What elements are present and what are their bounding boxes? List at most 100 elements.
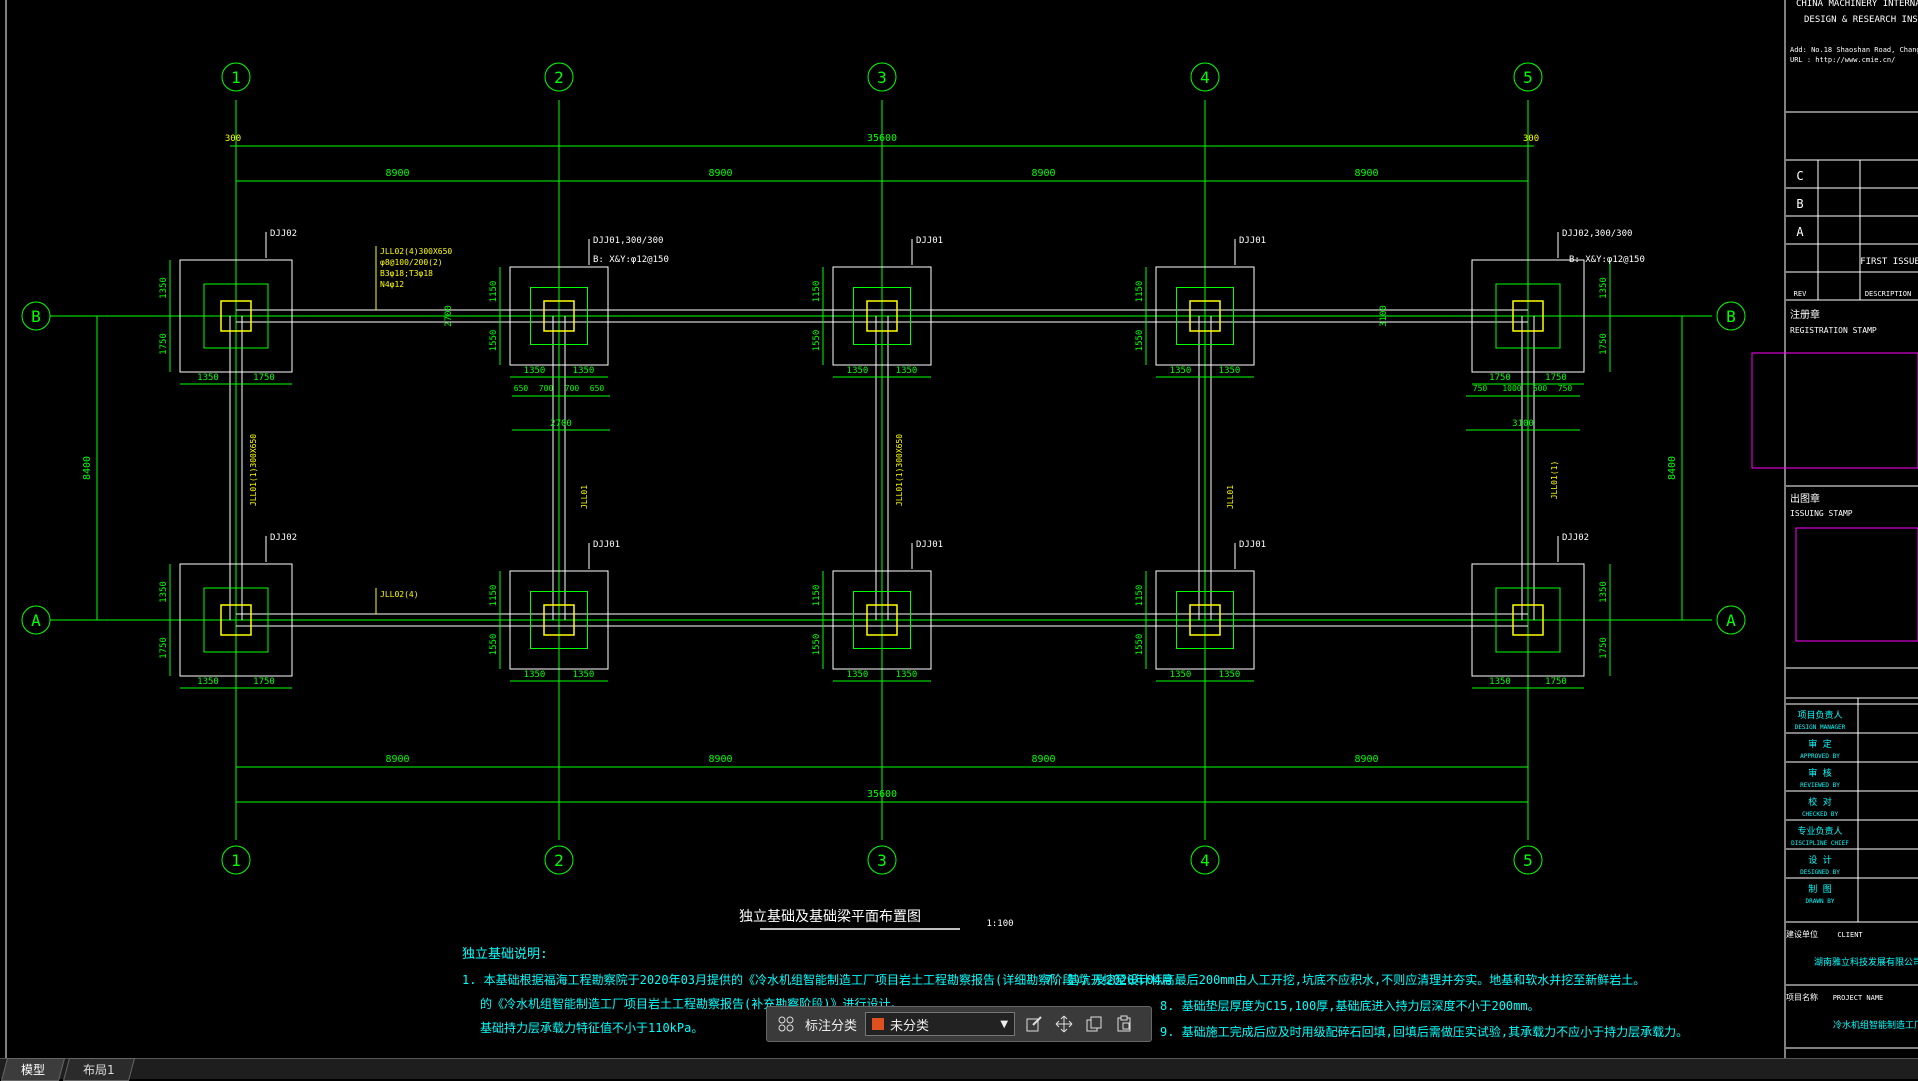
column-section	[1189, 604, 1221, 636]
footing-dim: 1350	[1170, 366, 1192, 376]
footing-dim: 1750	[1599, 637, 1609, 659]
footing-dim: 1350	[847, 366, 869, 376]
grid-label-top: 1	[231, 68, 241, 87]
tb-address: Add: No.18 Shaoshan Road, Changsha	[1790, 46, 1918, 54]
footing-dim: 1550	[812, 330, 822, 352]
grid-label-top: 4	[1200, 68, 1210, 87]
footing-label: DJJ01	[1239, 236, 1266, 246]
tb-role-en: CHECKED BY	[1802, 811, 1839, 818]
grid-label-top: 2	[554, 68, 564, 87]
footing-dim: 1750	[1545, 373, 1567, 383]
dim-bay-bottom: 8900	[385, 754, 409, 765]
column-section	[1512, 300, 1544, 332]
tb-role-en: DISCIPLINE CHIEF	[1791, 840, 1849, 847]
tb-issue-stamp-cn: 出图章	[1790, 492, 1820, 505]
tb-role-cn: 校 对	[1808, 796, 1831, 808]
tb-project-cn: 项目名称	[1786, 992, 1818, 1002]
footing-dim: 1150	[812, 281, 822, 303]
tb-company-en: CHINA MACHINERY INTERNATIONAL	[1796, 0, 1918, 9]
beam-label-side-3: JLL01(1)300X650	[895, 434, 904, 506]
copy-icon[interactable]	[1083, 1013, 1105, 1035]
dim-total-bottom: 35600	[867, 789, 897, 800]
footing-outline	[509, 266, 609, 366]
footing-dim: 1550	[812, 634, 822, 656]
footing-dim: 600	[1533, 384, 1548, 393]
footing-dim: 3100	[1379, 305, 1389, 327]
grid-label-bottom: 1	[231, 851, 241, 870]
footing-outline	[509, 570, 609, 670]
beam-label-side-1: JLL01(1)300X650	[249, 434, 258, 506]
footing-dim: 1000	[1502, 384, 1521, 393]
tb-role-en: REVIEWED BY	[1800, 782, 1840, 789]
footing-dim: 650	[514, 384, 529, 393]
column-section	[866, 300, 898, 332]
footing-step	[853, 287, 911, 345]
grid-label-right: A	[1726, 611, 1736, 630]
dim-bay-top: 8900	[708, 168, 732, 179]
footing-dim: 1350	[896, 670, 918, 680]
footing-outline	[179, 563, 293, 677]
annotation-category-select[interactable]: 未分类 ▼	[865, 1012, 1016, 1036]
tab-model[interactable]: 模型	[0, 1057, 66, 1081]
grid-bubble-top	[544, 62, 574, 92]
grid-label-bottom: 2	[554, 851, 564, 870]
grid-bubble-right	[1716, 301, 1746, 331]
footing-dim: 1350	[1219, 366, 1241, 376]
footing-dim: 1350	[896, 366, 918, 376]
dim-height-right: 8400	[1667, 456, 1678, 480]
tb-rev-letter: C	[1796, 169, 1803, 183]
edit-icon[interactable]	[1023, 1013, 1045, 1035]
footing-dim: 1350	[524, 366, 546, 376]
footing-dim: 1550	[489, 634, 499, 656]
note-line-7: 7. 基坑开挖至设计标高最后200mm由人工开挖,坑底不应积水,不则应清理并夯实…	[1045, 972, 1645, 987]
beam-label-top-line: N4φ12	[380, 280, 404, 289]
footing-dim: 1350	[159, 581, 169, 603]
category-color-swatch	[872, 1018, 885, 1030]
column-section	[220, 604, 252, 636]
footing-dim: 1550	[489, 330, 499, 352]
beam-label-v5: JLL01(1)	[1550, 461, 1559, 500]
footing-dim: 750	[1558, 384, 1573, 393]
footing-dim: 1150	[812, 585, 822, 607]
column-section	[1189, 300, 1221, 332]
footing-label: DJJ01	[1239, 540, 1266, 550]
dim-total-top: 35600	[867, 133, 897, 144]
chevron-down-icon: ▼	[1000, 1018, 1009, 1030]
note-line-9: 9. 基础施工完成后应及时用级配碎石回填,回填后需做压实试验,其承载力不应小于持…	[1160, 1024, 1688, 1039]
grid-bubble-right	[1716, 605, 1746, 635]
rebar-note-left: B: X&Y:φ12@150	[593, 255, 669, 265]
drawing-title: 独立基础及基础梁平面布置图	[739, 908, 921, 925]
grid-bubble-top	[1513, 62, 1543, 92]
grid-label-bottom: 5	[1523, 851, 1533, 870]
footing-outline	[832, 266, 932, 366]
tb-role-en: APPROVED BY	[1800, 753, 1840, 760]
grid-bubble-bottom	[544, 845, 574, 875]
dim-bay-top: 8900	[1031, 168, 1055, 179]
annotation-toolbar: 标注分类 未分类 ▼	[766, 1006, 1152, 1042]
beam-label-top-line: B3φ18;T3φ18	[380, 269, 433, 278]
tb-role-en: DESIGNED BY	[1800, 869, 1840, 876]
tab-layout1[interactable]: 布局1	[62, 1057, 135, 1081]
tb-project-en: PROJECT NAME	[1833, 994, 1884, 1002]
tb-issue-stamp-box	[1795, 527, 1918, 642]
footing-dim: 1550	[1135, 634, 1145, 656]
notes-title: 独立基础说明:	[462, 947, 548, 962]
footing-step	[530, 287, 588, 345]
footing-dim: 1350	[159, 277, 169, 299]
paste-icon[interactable]	[1113, 1013, 1135, 1035]
footing-dim: 1350	[524, 670, 546, 680]
note-line-3: 基础持力层承载力特征值不小于110kPa。	[480, 1020, 703, 1035]
footing-outline	[1471, 563, 1585, 677]
footing-label: DJJ01,300/300	[593, 236, 663, 246]
beam-label-top-line: φ8@100/200(2)	[380, 258, 443, 267]
tb-client-name: 湖南雅立科技发展有限公司	[1814, 956, 1918, 968]
tb-rev-letter: A	[1796, 225, 1804, 239]
footing-dim: 1750	[159, 333, 169, 355]
footing-dim: 2700	[444, 305, 454, 327]
move-icon[interactable]	[1053, 1013, 1075, 1035]
tb-project-name: 冷水机组智能制造工厂	[1833, 1019, 1918, 1031]
footing-step	[853, 591, 911, 649]
grid-label-left: A	[31, 611, 41, 630]
grid-select-icon[interactable]	[775, 1013, 797, 1035]
